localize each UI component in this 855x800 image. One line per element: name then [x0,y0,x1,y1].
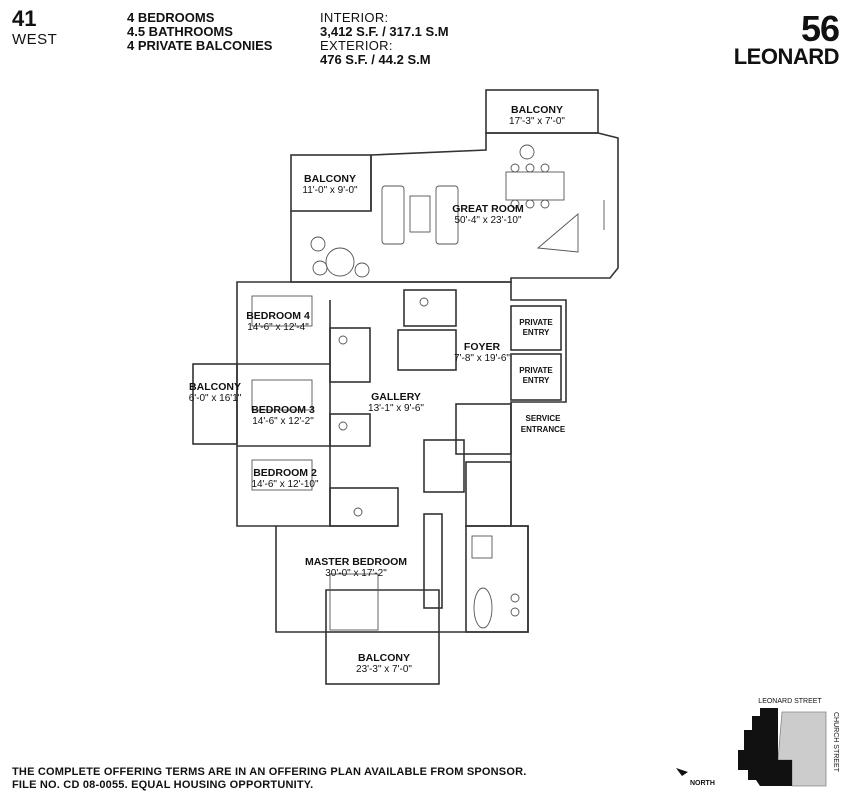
balcony-top-name: BALCONY [511,104,563,116]
unit-side: WEST [12,31,58,48]
private-entry-1-line1: PRIVATE [519,318,553,327]
north-label: NORTH [690,780,715,787]
keyplan-unit-highlight [738,708,792,786]
toilet [338,335,348,345]
disclaimer-line-1: THE COMPLETE OFFERING TERMS ARE IN AN OF… [12,766,527,778]
foyer-closet [397,329,457,371]
shower [471,535,493,559]
bathtub [473,587,493,629]
spec-bathrooms: 4.5 BATHROOMS [127,24,233,39]
sofa-left [381,185,405,245]
foyer-name: FOYER [464,341,501,353]
balcony-nw-name: BALCONY [304,173,356,185]
private-entry-2-outline [510,353,562,401]
great-room-name: GREAT ROOM [452,203,524,215]
foyer-dim: 7'-8" x 19'-6" [454,353,510,364]
sofa-right [435,185,459,245]
legal-disclaimer: THE COMPLETE OFFERING TERMS ARE IN AN OF… [12,766,527,791]
dining-chair [540,163,550,173]
kitchen-island [536,213,579,253]
master-bedroom-dim: 30'-0" x 17'-2" [325,568,387,579]
building-logo: 56 LEONARD [733,8,840,69]
private-entry-2-line1: PRIVATE [519,366,553,375]
bed-4 [251,295,313,327]
master-bed [329,573,379,631]
exterior-label: EXTERIOR: [320,38,393,53]
laundry [423,439,465,493]
master-wardrobe [423,513,443,609]
interior-value: 3,412 S.F. / 317.1 S.M [320,24,449,39]
bedroom-3-name: BEDROOM 3 [251,404,315,416]
logo-name: LEONARD [733,44,840,69]
dining-chair [525,163,535,173]
bedroom-4-dim: 14'-6" x 12'-4" [247,322,309,333]
service-room [455,403,512,455]
master-bedroom-name: MASTER BEDROOM [305,556,407,568]
lounge-chair [354,262,370,278]
furniture [251,144,605,631]
private-entry-1-line2: ENTRY [523,328,550,337]
coffee-table [409,195,431,233]
toilet [419,297,429,307]
bedroom-4-name: BEDROOM 4 [246,310,310,322]
bed-2 [251,459,313,491]
spec-balconies: 4 PRIVATE BALCONIES [127,38,273,53]
bath-b4 [329,327,371,383]
toilet [338,421,348,431]
logo-number: 56 [800,8,840,49]
service-entrance-line1: SERVICE [526,414,562,423]
plan-walls [192,89,619,685]
dining-table [505,171,565,201]
dining-chair [525,199,535,209]
sink [510,593,520,603]
unit-number: 41 [12,6,37,31]
bedroom-3-dim: 14'-6" x 12'-2" [252,416,314,427]
interior-label: INTERIOR: [320,10,389,25]
balcony-west-outline [192,363,238,445]
master-bath [465,525,529,633]
key-plan: LEONARD STREET CHURCH STREET NORTH [676,698,839,787]
great-room-dim: 50'-4" x 23'-10" [454,215,522,226]
balcony-south-dim: 23'-3" x 7'-0" [356,664,412,675]
keyplan-street-top: LEONARD STREET [758,698,822,705]
bath-b2 [329,487,399,527]
disclaimer-line-2: FILE NO. CD 08-0055. EQUAL HOUSING OPPOR… [12,778,314,791]
balcony-west-dim: 6'-0" x 16'1" [189,393,242,404]
balcony-top-dim: 17'-3" x 7'-0" [509,116,565,127]
unit-area: INTERIOR: 3,412 S.F. / 317.1 S.M EXTERIO… [320,11,449,67]
unit-specs: 4 BEDROOMS 4.5 BATHROOMS 4 PRIVATE BALCO… [127,11,272,53]
balcony-south-outline [325,631,440,685]
private-entry-2-line2: ENTRY [523,376,550,385]
round-table [325,247,355,277]
toilet [353,507,363,517]
bed-3 [251,379,313,411]
private-entry-1-outline [510,305,562,351]
keyplan-street-side: CHURCH STREET [832,712,839,773]
lounge-chair [312,260,328,276]
service-entrance-line2: ENTRANCE [521,425,566,434]
gallery-name: GALLERY [371,391,421,403]
spec-bedrooms: 4 BEDROOMS [127,10,215,25]
dining-chair [510,163,520,173]
gallery-dim: 13'-1" x 9'-6" [368,403,424,414]
exterior-value: 476 S.F. / 44.2 S.M [320,52,431,67]
lounge-chair [310,236,326,252]
dining-chair [540,199,550,209]
bedroom-2-dim: 14'-6" x 12'-10" [251,479,319,490]
balcony-west-name: BALCONY [189,381,241,393]
plant [519,144,535,160]
sink [510,607,520,617]
powder-room [403,289,457,327]
north-arrow-icon [676,768,688,776]
dining-chair [510,199,520,209]
bath-b3 [329,413,371,447]
unit-outline [236,281,567,633]
balcony-south-name: BALCONY [358,652,410,664]
bedroom-2-name: BEDROOM 2 [253,467,317,479]
master-closet [465,461,512,527]
balcony-nw-dim: 11'-0" x 9'-0" [302,185,358,196]
